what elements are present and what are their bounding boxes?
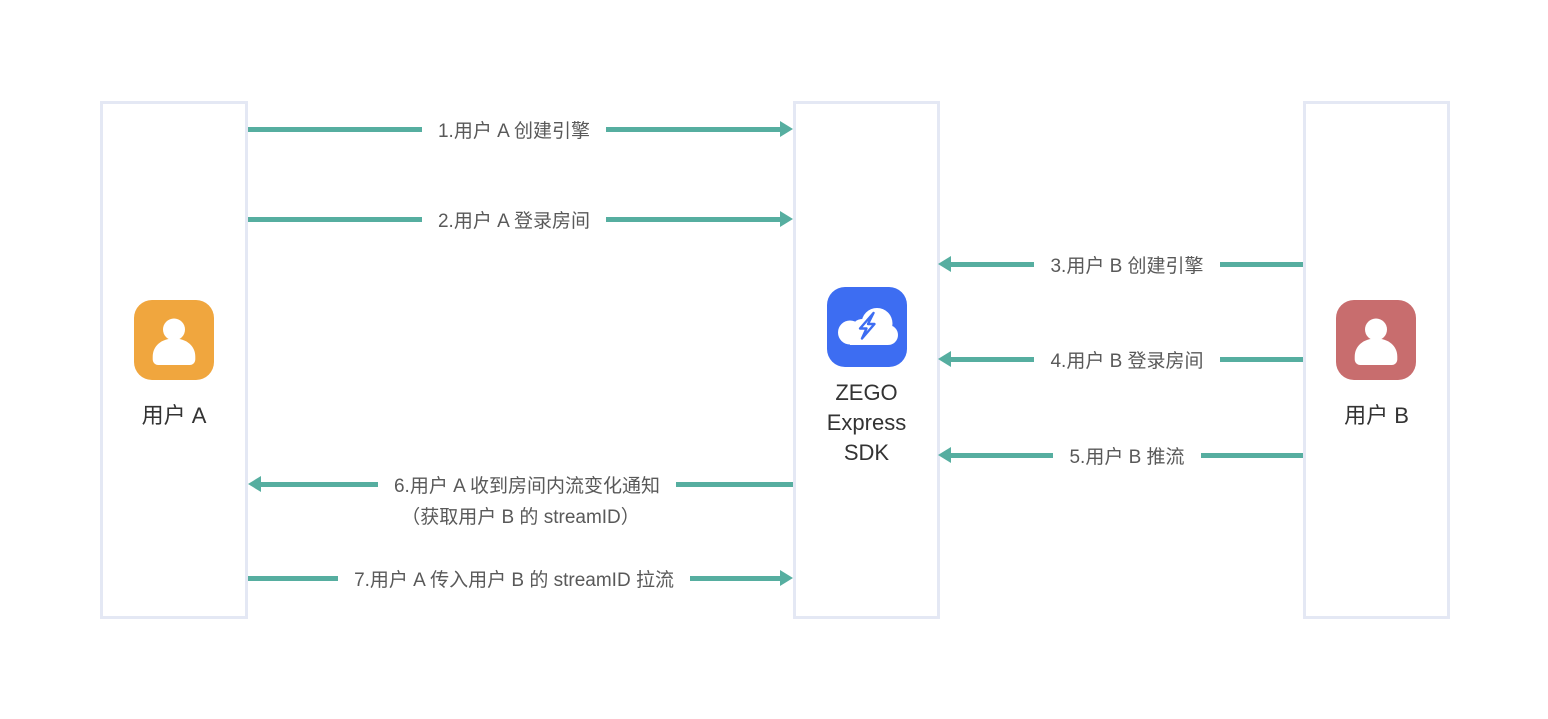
arrowhead-left-icon <box>938 256 951 272</box>
sdk-label-line3: SDK <box>843 440 890 465</box>
message-2-arrow: 2.用户 A 登录房间 <box>248 205 793 233</box>
arrow-line <box>1219 261 1304 267</box>
arrowhead-left-icon <box>248 476 261 492</box>
arrowhead-right-icon <box>780 121 793 137</box>
sdk-label: ZEGO Express SDK <box>793 378 940 468</box>
message-5-label: 5.用户 B 推流 <box>1069 446 1185 468</box>
message-2-label: 2.用户 A 登录房间 <box>437 210 591 232</box>
message-3-arrow: 3.用户 B 创建引擎 <box>938 250 1304 278</box>
arrow-line <box>1219 356 1304 362</box>
message-5-arrow: 5.用户 B 推流 <box>938 441 1304 469</box>
person-glyph <box>1354 318 1398 365</box>
arrow-line <box>676 481 793 487</box>
arrow-line <box>951 356 1035 362</box>
user-b-icon <box>1336 300 1416 380</box>
arrow-line <box>248 216 422 222</box>
message-6-arrow: 6.用户 A 收到房间内流变化通知 <box>248 470 793 498</box>
message-6-sublabel: （获取用户 B 的 streamID） <box>401 507 640 528</box>
arrowhead-right-icon <box>780 211 793 227</box>
arrow-line <box>1200 452 1304 458</box>
message-1-arrow: 1.用户 A 创建引擎 <box>248 115 793 143</box>
arrowhead-left-icon <box>938 351 951 367</box>
cloud-lightning-glyph <box>838 308 898 345</box>
arrow-line <box>261 481 378 487</box>
arrowhead-left-icon <box>938 447 951 463</box>
arrow-line <box>951 261 1035 267</box>
sdk-label-line1: ZEGO <box>835 380 898 405</box>
arrow-line <box>248 126 422 132</box>
arrow-line <box>606 126 780 132</box>
arrow-line <box>606 216 780 222</box>
arrow-line <box>689 575 781 581</box>
person-glyph <box>152 318 196 365</box>
user-a-icon <box>134 300 214 380</box>
sdk-label-line2: Express <box>826 410 907 435</box>
sdk-icon <box>827 287 907 367</box>
message-4-label: 4.用户 B 登录房间 <box>1050 350 1204 372</box>
message-4-arrow: 4.用户 B 登录房间 <box>938 345 1304 373</box>
arrow-line <box>248 575 339 581</box>
arrowhead-right-icon <box>780 570 794 586</box>
message-7-arrow: 7.用户 A 传入用户 B 的 streamID 拉流 <box>248 564 794 592</box>
message-7-label: 7.用户 A 传入用户 B 的 streamID 拉流 <box>354 569 674 591</box>
message-1-label: 1.用户 A 创建引擎 <box>437 120 591 142</box>
arrow-line <box>951 452 1054 458</box>
user-a-label: 用户 A <box>141 403 207 428</box>
message-6-label: 6.用户 A 收到房间内流变化通知 <box>393 475 661 497</box>
user-b-label: 用户 B <box>1344 403 1409 428</box>
message-3-label: 3.用户 B 创建引擎 <box>1050 255 1204 277</box>
